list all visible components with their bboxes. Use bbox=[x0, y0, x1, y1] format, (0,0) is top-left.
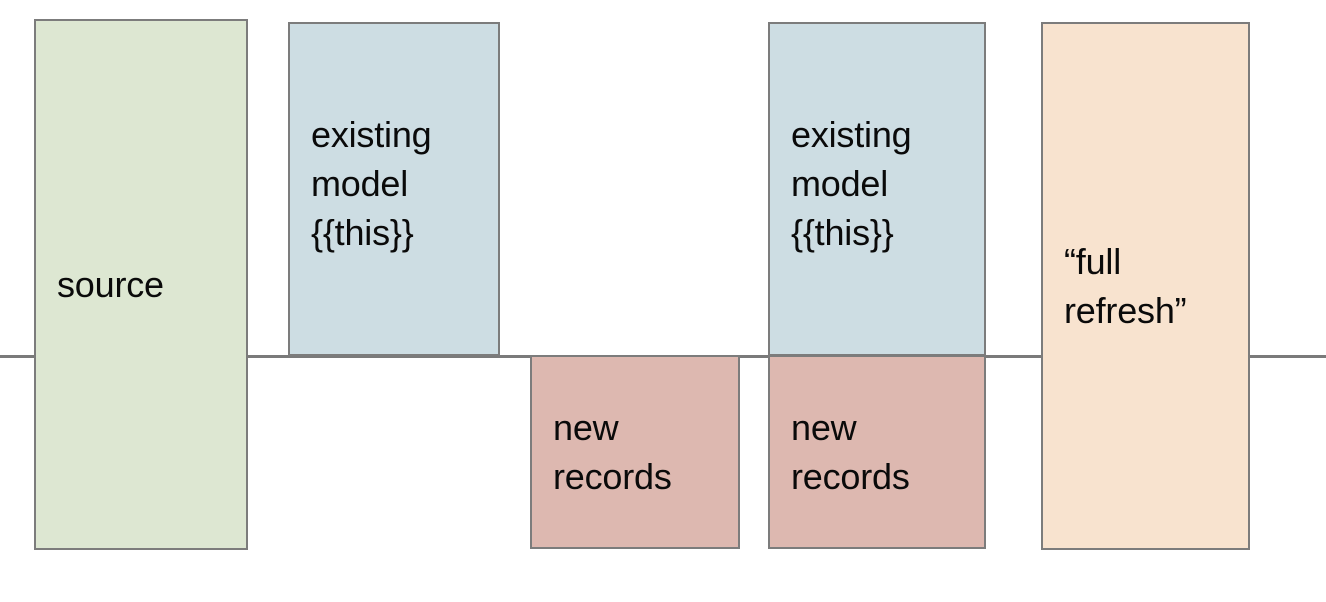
box-existing-model-2-label: existing model {{this}} bbox=[791, 114, 912, 253]
box-full-refresh[interactable]: “full refresh” bbox=[1041, 22, 1250, 550]
box-existing-model-1-label: existing model {{this}} bbox=[311, 114, 432, 253]
box-source-label: source bbox=[57, 264, 164, 305]
box-new-records-2[interactable]: new records bbox=[768, 355, 986, 549]
box-new-records-2-label: new records bbox=[791, 407, 910, 497]
box-existing-model-1[interactable]: existing model {{this}} bbox=[288, 22, 500, 356]
box-new-records-1-label: new records bbox=[553, 407, 672, 497]
box-existing-model-2[interactable]: existing model {{this}} bbox=[768, 22, 986, 356]
box-new-records-1[interactable]: new records bbox=[530, 355, 740, 549]
box-source[interactable]: source bbox=[34, 19, 248, 550]
box-full-refresh-label: “full refresh” bbox=[1064, 241, 1187, 331]
